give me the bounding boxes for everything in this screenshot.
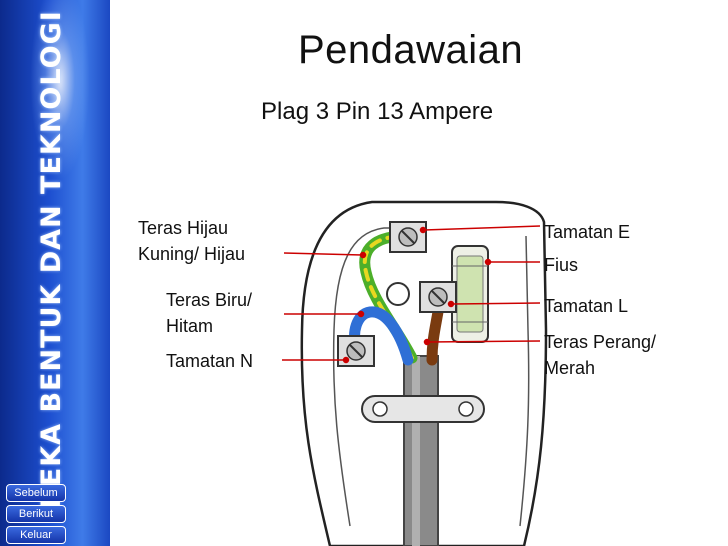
- fuse: [451, 245, 489, 343]
- label-brown-line1: Teras Perang/: [544, 332, 657, 352]
- plug-inner-wall: [332, 227, 410, 527]
- terminal-e: [389, 221, 427, 253]
- exit-button[interactable]: Keluar: [6, 526, 66, 544]
- sidebar-glow: [30, 0, 90, 180]
- pointer-lines: [282, 225, 541, 364]
- label-terminal-e: Tamatan E: [544, 222, 631, 242]
- label-green-yellow-line2: Kuning/ Hijau: [138, 244, 246, 264]
- cable: [403, 355, 439, 546]
- label-blue-line1: Teras Biru/: [166, 290, 253, 310]
- label-terminal-n: Tamatan N: [166, 351, 254, 371]
- wire-blue: [349, 306, 414, 366]
- label-terminal-l: Tamatan L: [544, 296, 629, 316]
- terminal-l: [419, 281, 457, 313]
- label-blue-line2: Hitam: [166, 316, 214, 336]
- label-brown-line2: Merah: [544, 358, 596, 378]
- center-hole: [386, 282, 410, 306]
- next-button[interactable]: Berikut: [6, 505, 66, 523]
- page-title: Pendawaian: [298, 28, 524, 72]
- page-subtitle: Plag 3 Pin 13 Ampere: [261, 98, 494, 125]
- plug-inner-wall-right: [519, 235, 530, 527]
- label-green-yellow-line1: Teras Hijau: [138, 218, 229, 238]
- cable-clamp: [361, 395, 485, 423]
- previous-button[interactable]: Sebelum: [6, 484, 66, 502]
- sidebar: REKA BENTUK DAN TEKNOLOGI Sebelum Beriku…: [0, 0, 110, 546]
- label-fuse: Fius: [544, 255, 579, 275]
